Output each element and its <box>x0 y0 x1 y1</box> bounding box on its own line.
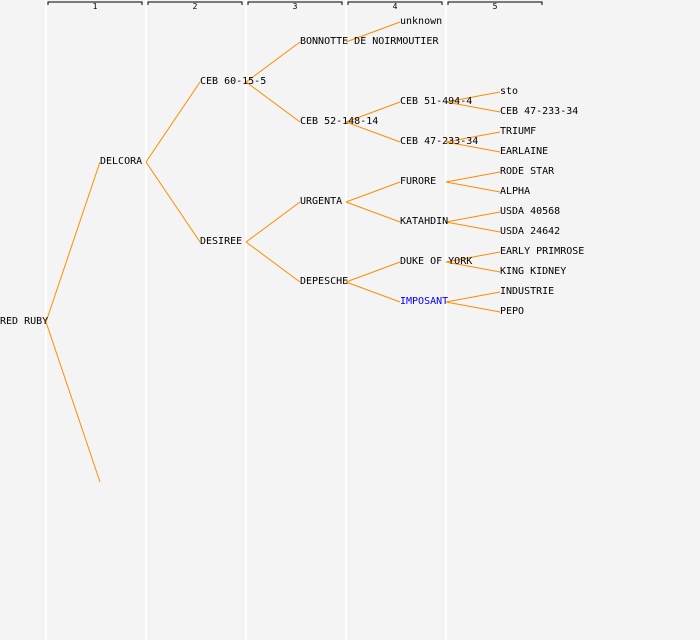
pedigree-link <box>45 161 101 323</box>
pedigree-link <box>445 251 501 263</box>
pedigree-link <box>245 201 301 243</box>
generation-header: 3 <box>292 2 298 11</box>
column-separator <box>145 0 147 640</box>
column-separator <box>445 0 447 640</box>
pedigree-link <box>245 241 301 283</box>
generation-header: 5 <box>492 2 498 11</box>
pedigree-node[interactable]: DUKE OF YORK <box>400 256 473 267</box>
pedigree-node[interactable]: KING KIDNEY <box>500 266 567 277</box>
pedigree-link <box>445 141 501 153</box>
pedigree-link <box>345 201 401 223</box>
pedigree-node[interactable]: USDA 24642 <box>500 226 561 237</box>
column-separator <box>245 0 247 640</box>
pedigree-link <box>345 21 401 43</box>
pedigree-node[interactable]: TRIUMF <box>500 126 537 137</box>
pedigree-node[interactable]: CEB 51-494-4 <box>400 96 473 107</box>
pedigree-node[interactable]: IMPOSANT <box>400 296 449 307</box>
pedigree-link <box>345 281 401 303</box>
pedigree-link <box>345 101 401 123</box>
pedigree-node[interactable]: EARLAINE <box>500 146 549 157</box>
pedigree-node[interactable]: RODE STAR <box>500 166 555 177</box>
pedigree-link <box>145 161 201 243</box>
pedigree-link <box>245 81 301 123</box>
pedigree-link <box>445 101 501 113</box>
pedigree-link <box>445 291 501 303</box>
pedigree-node[interactable]: ALPHA <box>500 186 531 197</box>
pedigree-node[interactable]: FURORE <box>400 176 437 187</box>
pedigree-link <box>445 171 501 183</box>
generation-bracket <box>447 1 543 5</box>
generation-header: 2 <box>192 2 198 11</box>
generation-header: 1 <box>92 2 98 11</box>
generation-bracket <box>147 1 243 5</box>
pedigree-node[interactable]: unknown <box>400 16 443 27</box>
generation-bracket <box>347 1 443 5</box>
pedigree-node[interactable]: URGENTA <box>300 196 343 207</box>
pedigree-link <box>345 181 401 203</box>
pedigree-link <box>345 121 401 143</box>
column-separator <box>345 0 347 640</box>
pedigree-node[interactable]: sto <box>500 86 519 97</box>
pedigree-link <box>445 221 501 233</box>
column-separator <box>45 0 47 640</box>
pedigree-link <box>445 301 501 313</box>
generation-bracket <box>247 1 343 5</box>
pedigree-link <box>445 131 501 143</box>
pedigree-node[interactable]: DELCORA <box>100 156 143 167</box>
pedigree-node[interactable]: USDA 40568 <box>500 206 561 217</box>
pedigree-node[interactable]: BONNOTTE DE NOIRMOUTIER <box>300 36 439 47</box>
pedigree-link <box>245 41 301 83</box>
pedigree-node[interactable]: INDUSTRIE <box>500 286 555 297</box>
pedigree-node[interactable]: KATAHDIN <box>400 216 449 227</box>
pedigree-node[interactable]: EARLY PRIMROSE <box>500 246 585 257</box>
pedigree-link <box>445 181 501 193</box>
pedigree-node[interactable]: PEPO <box>500 306 525 317</box>
pedigree-node[interactable]: CEB 52-148-14 <box>300 116 379 127</box>
pedigree-node[interactable]: RED RUBY <box>0 316 49 327</box>
generation-bracket <box>47 1 143 5</box>
pedigree-link <box>445 211 501 223</box>
pedigree-link <box>345 261 401 283</box>
pedigree-node[interactable]: CEB 47-233-34 <box>400 136 479 147</box>
pedigree-link <box>145 81 201 163</box>
pedigree-link <box>45 321 101 483</box>
generation-header: 4 <box>392 2 398 11</box>
pedigree-link <box>445 91 501 103</box>
pedigree-node[interactable]: DESIREE <box>200 236 243 247</box>
pedigree-node[interactable]: CEB 47-233-34 <box>500 106 579 117</box>
pedigree-link <box>445 261 501 273</box>
pedigree-node[interactable]: CEB 60-15-5 <box>200 76 267 87</box>
pedigree-node[interactable]: DEPESCHE <box>300 276 349 287</box>
